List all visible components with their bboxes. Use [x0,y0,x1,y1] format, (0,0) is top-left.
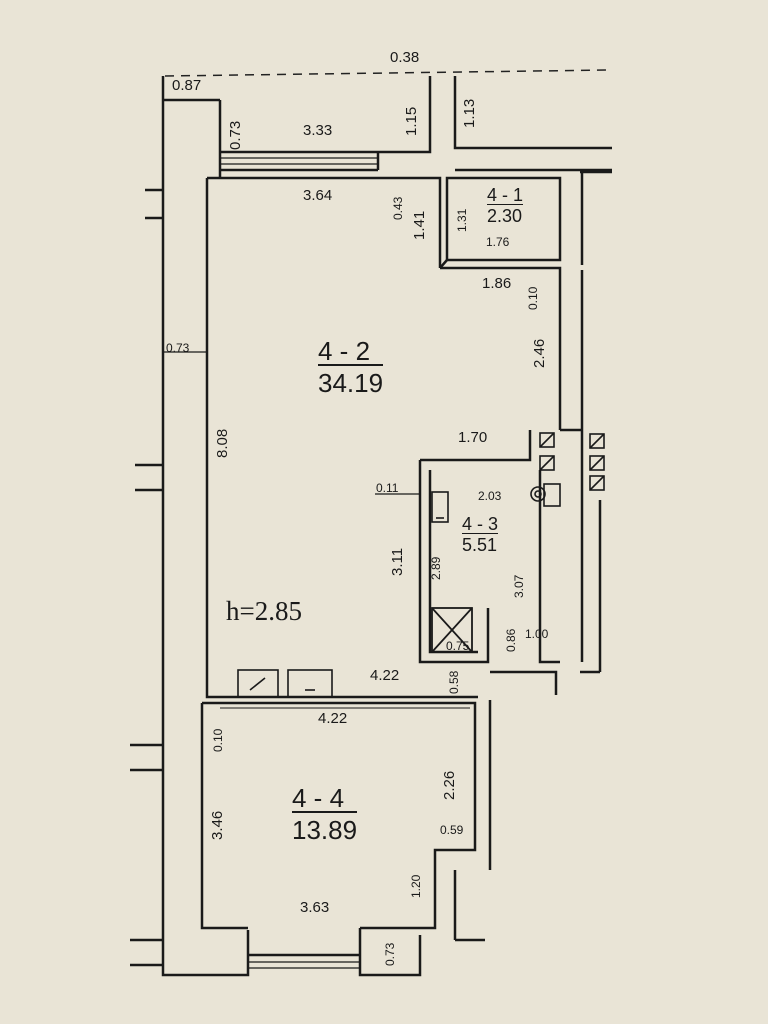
dim-room3-left-height: 3.11 [389,547,406,576]
dim-room2-notch-b: 1.41 [411,210,428,240]
dim-room2-height: 8.08 [214,428,231,458]
room-id: 4 - 2 [318,336,371,366]
room-area: 5.51 [462,533,499,555]
ceiling-height-label: h=2.85 [226,596,302,626]
room-4-3-label: 4 - 3 5.51 [462,514,499,555]
dim-room4-bottom-width: 3.63 [300,899,330,916]
exterior-ticks [130,188,163,967]
dim-shower-size: 0.75 [446,639,470,653]
dim-room3-bottom-a: 0.86 [504,628,518,652]
top-right-projection [376,76,612,172]
room-area: 34.19 [318,364,384,396]
dim-room3-right-height: 3.07 [512,574,526,598]
dim-room2-right-height: 2.46 [531,338,548,368]
dim-room2-right-width: 1.86 [482,275,512,292]
shower-tray [431,607,473,653]
dim-top-window-depth: 0.73 [227,120,244,150]
room-4-1-label: 4 - 1 2.30 [487,185,524,226]
dim-top-right-a: 1.15 [403,106,420,136]
dim-room1-height: 1.31 [455,208,469,232]
dim-top-right-b: 1.13 [461,98,478,128]
kitchen-appliances [237,669,333,698]
dim-room3-wall: 0.11 [376,481,399,495]
sink-fixture [431,491,449,523]
outer-left-wall [161,76,250,977]
room-area: 2.30 [487,204,524,226]
room-4-2-label: 4 - 2 34.19 [318,336,384,396]
dim-room2-wall-small: 0.10 [526,286,540,310]
dim-room1-width: 1.76 [486,235,510,249]
room-id: 4 - 3 [462,514,499,534]
dim-room3-bottom-b: 1.00 [525,627,549,641]
room-area: 13.89 [292,811,358,843]
room-4-4-label: 4 - 4 13.89 [292,783,358,843]
dim-top-window-width: 3.33 [303,122,333,139]
dim-top-offset: 0.38 [390,49,420,66]
dim-room3-width: 2.03 [478,489,502,503]
room-4-4-walls [200,700,492,977]
toilet-fixture [530,483,561,507]
dim-room2-notch-a: 0.43 [391,196,405,220]
dim-room4-top-width: 4.22 [318,710,348,727]
room-id: 4 - 1 [487,185,524,205]
ventilation-shafts [539,432,605,491]
top-window [220,150,378,172]
dim-left-wall-thickness: 0.73 [166,341,190,355]
room-4-1-walls [439,176,562,269]
corridor-walls [490,170,612,695]
dim-corner-left: 0.87 [172,77,202,94]
dim-room3-inner-height: 2.89 [429,556,443,580]
dim-room4-window-depth: 0.73 [383,942,397,966]
room-id: 4 - 4 [292,783,345,813]
dim-room4-ledge: 0.59 [440,823,464,837]
bottom-window [248,953,360,969]
room-4-2-walls [205,176,582,699]
dim-room2-bottom-width: 4.22 [370,667,400,684]
dim-room4-wall-small: 0.10 [211,728,225,752]
dim-room4-right-lower: 1.20 [409,874,423,898]
top-boundary-dashed-line [164,69,611,77]
dim-room2-lower-width: 1.70 [458,429,488,446]
dim-room4-right-height: 2.26 [441,770,458,800]
dim-room2-bottom-wall: 0.58 [447,670,461,694]
dim-room2-top-width: 3.64 [303,187,333,204]
dim-room4-left-height: 3.46 [209,810,226,840]
